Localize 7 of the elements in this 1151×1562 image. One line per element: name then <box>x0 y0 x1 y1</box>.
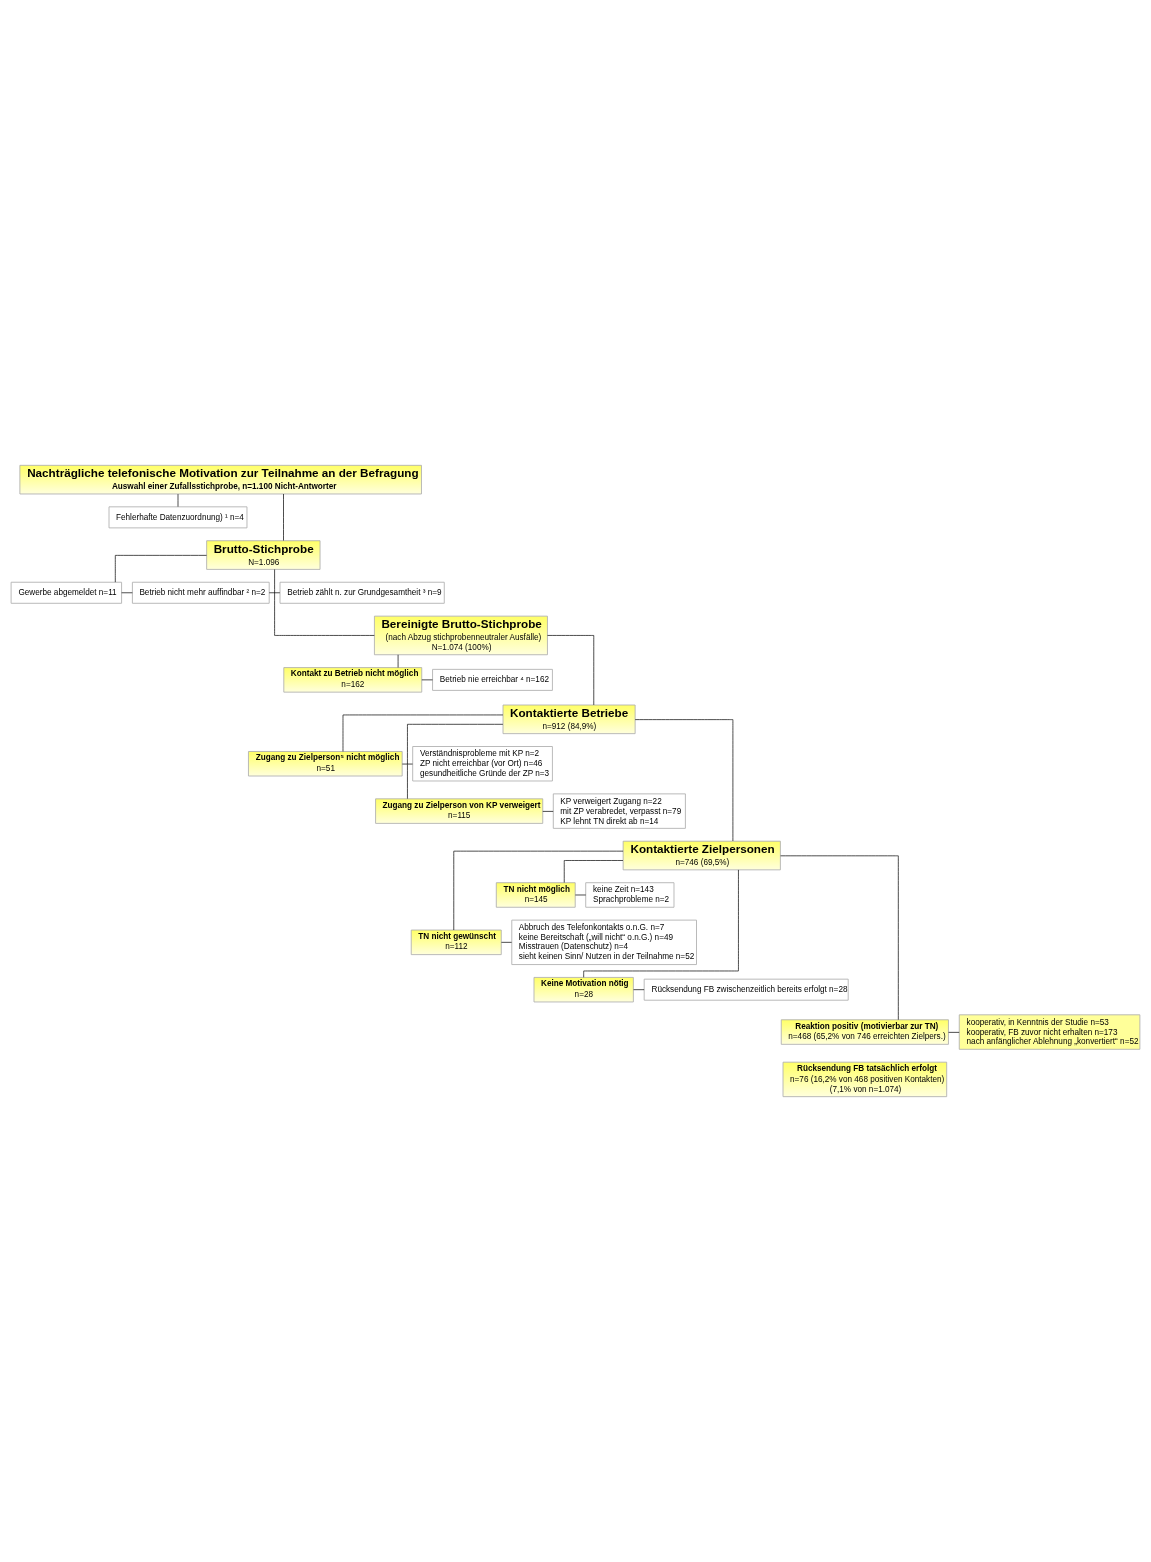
connector <box>547 635 595 706</box>
connector <box>401 763 413 765</box>
connector <box>563 860 624 883</box>
connector <box>274 569 375 636</box>
connector <box>283 493 284 541</box>
connector <box>268 592 281 594</box>
connector <box>407 723 504 799</box>
